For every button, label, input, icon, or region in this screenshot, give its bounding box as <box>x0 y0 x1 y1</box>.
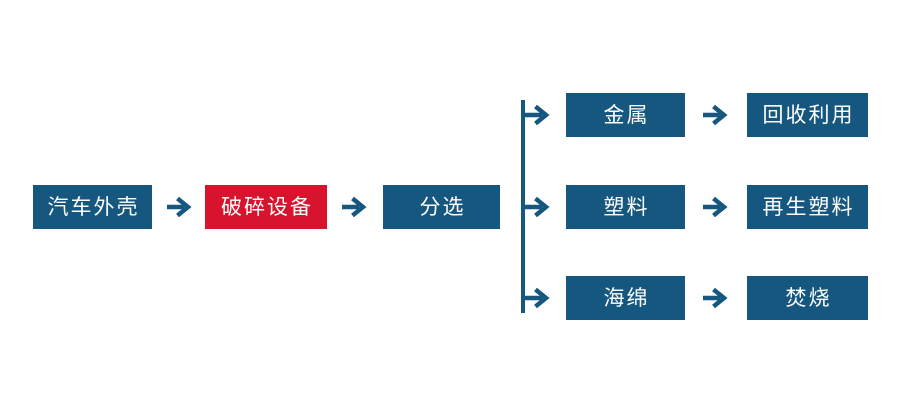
arrow-right-icon <box>524 196 550 218</box>
node-recycling: 回收利用 <box>747 93 868 137</box>
branch-connector-line <box>521 100 525 313</box>
arrow-right-icon <box>166 196 192 218</box>
arrow-right-icon <box>524 287 550 309</box>
node-metal: 金属 <box>566 93 685 137</box>
node-sorting: 分选 <box>383 185 500 229</box>
node-plastic: 塑料 <box>566 185 685 229</box>
node-recycled-plastic: 再生塑料 <box>747 185 868 229</box>
arrow-right-icon <box>702 104 728 126</box>
node-sponge: 海绵 <box>566 276 685 320</box>
arrow-right-icon <box>702 287 728 309</box>
node-incineration: 焚烧 <box>747 276 868 320</box>
arrow-right-icon <box>341 196 367 218</box>
node-car-shell: 汽车外壳 <box>33 185 152 229</box>
arrow-right-icon <box>524 104 550 126</box>
arrow-right-icon <box>702 196 728 218</box>
node-crushing-equipment: 破碎设备 <box>205 185 327 229</box>
